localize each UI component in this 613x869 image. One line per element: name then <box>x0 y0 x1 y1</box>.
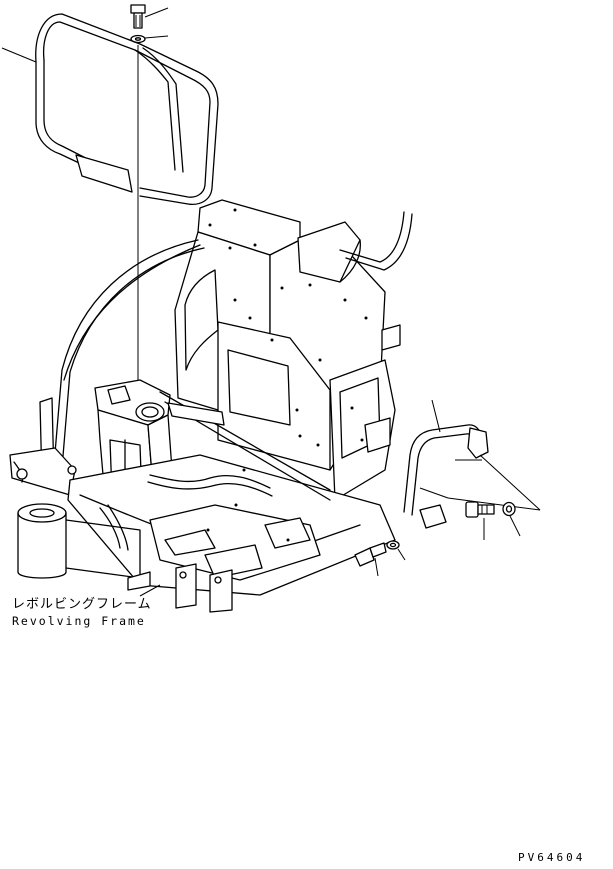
right-washer <box>502 501 521 537</box>
top-washer <box>130 34 169 44</box>
revolving-frame-label-en: Revolving Frame <box>12 614 146 628</box>
lower-bolt <box>354 542 387 577</box>
step-handrail <box>403 399 541 529</box>
revolving-frame-label-jp: レボルビングフレーム <box>12 597 152 612</box>
side-guard-rail <box>9 239 205 496</box>
lower-washer <box>386 540 406 561</box>
frame-holes <box>208 208 368 447</box>
revolving-frame <box>17 391 396 613</box>
drawing-code: PV64604 <box>518 851 586 864</box>
frame-label-leader <box>139 584 161 597</box>
right-bolt <box>465 501 495 540</box>
cab-frame <box>174 199 413 501</box>
rear-guard-rail <box>1 13 219 206</box>
top-bolt <box>130 4 169 29</box>
